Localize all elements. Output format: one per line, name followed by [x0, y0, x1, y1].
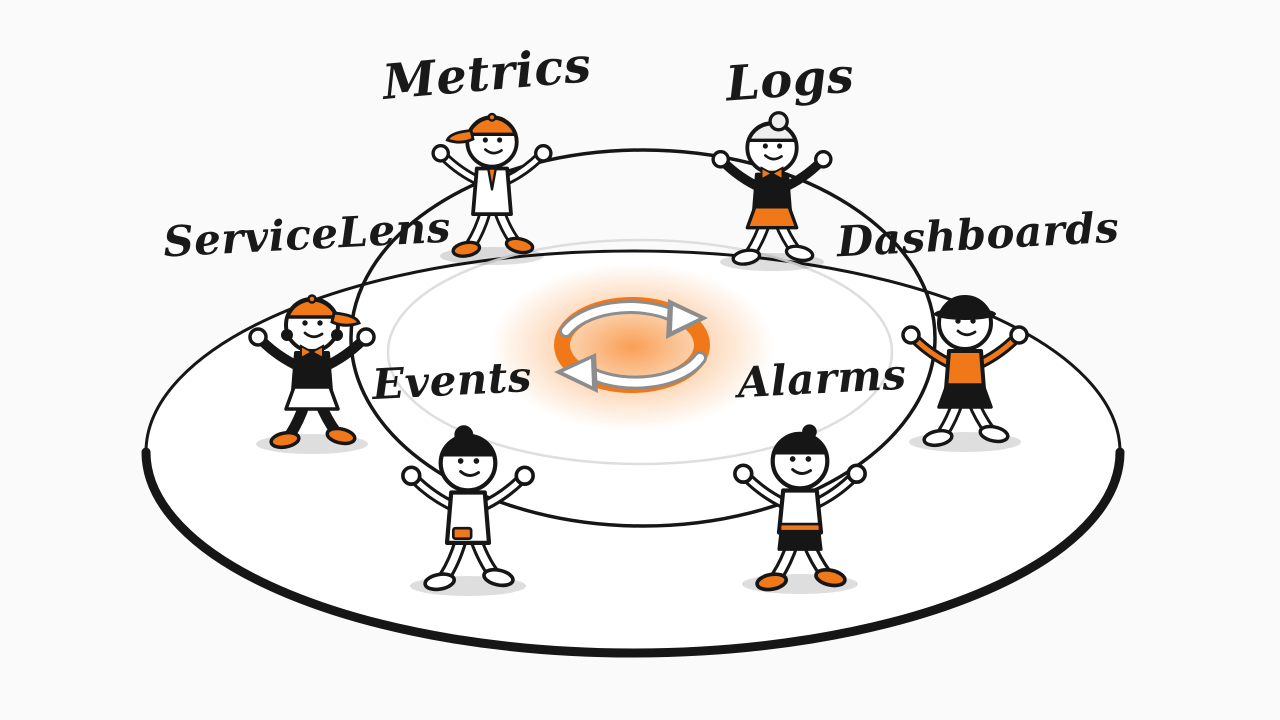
connection-ring: [349, 148, 937, 528]
character-dashboards: [901, 295, 1029, 448]
platform-inner-shading: [386, 238, 894, 466]
sync-cycle-icon: [490, 263, 774, 431]
character-metrics: [431, 112, 553, 258]
node-label-logs: Logs: [724, 47, 856, 113]
character-servicelens: [248, 294, 376, 450]
character-alarms: [733, 424, 867, 592]
node-label-alarms: Alarms: [736, 349, 908, 408]
black-topknot-hair-icon: [771, 432, 829, 455]
icon-glow: [490, 263, 774, 431]
character-events: [401, 425, 535, 592]
platform-front-edge: [141, 447, 1125, 658]
character-logs: [711, 111, 833, 266]
node-label-events: Events: [370, 351, 534, 410]
